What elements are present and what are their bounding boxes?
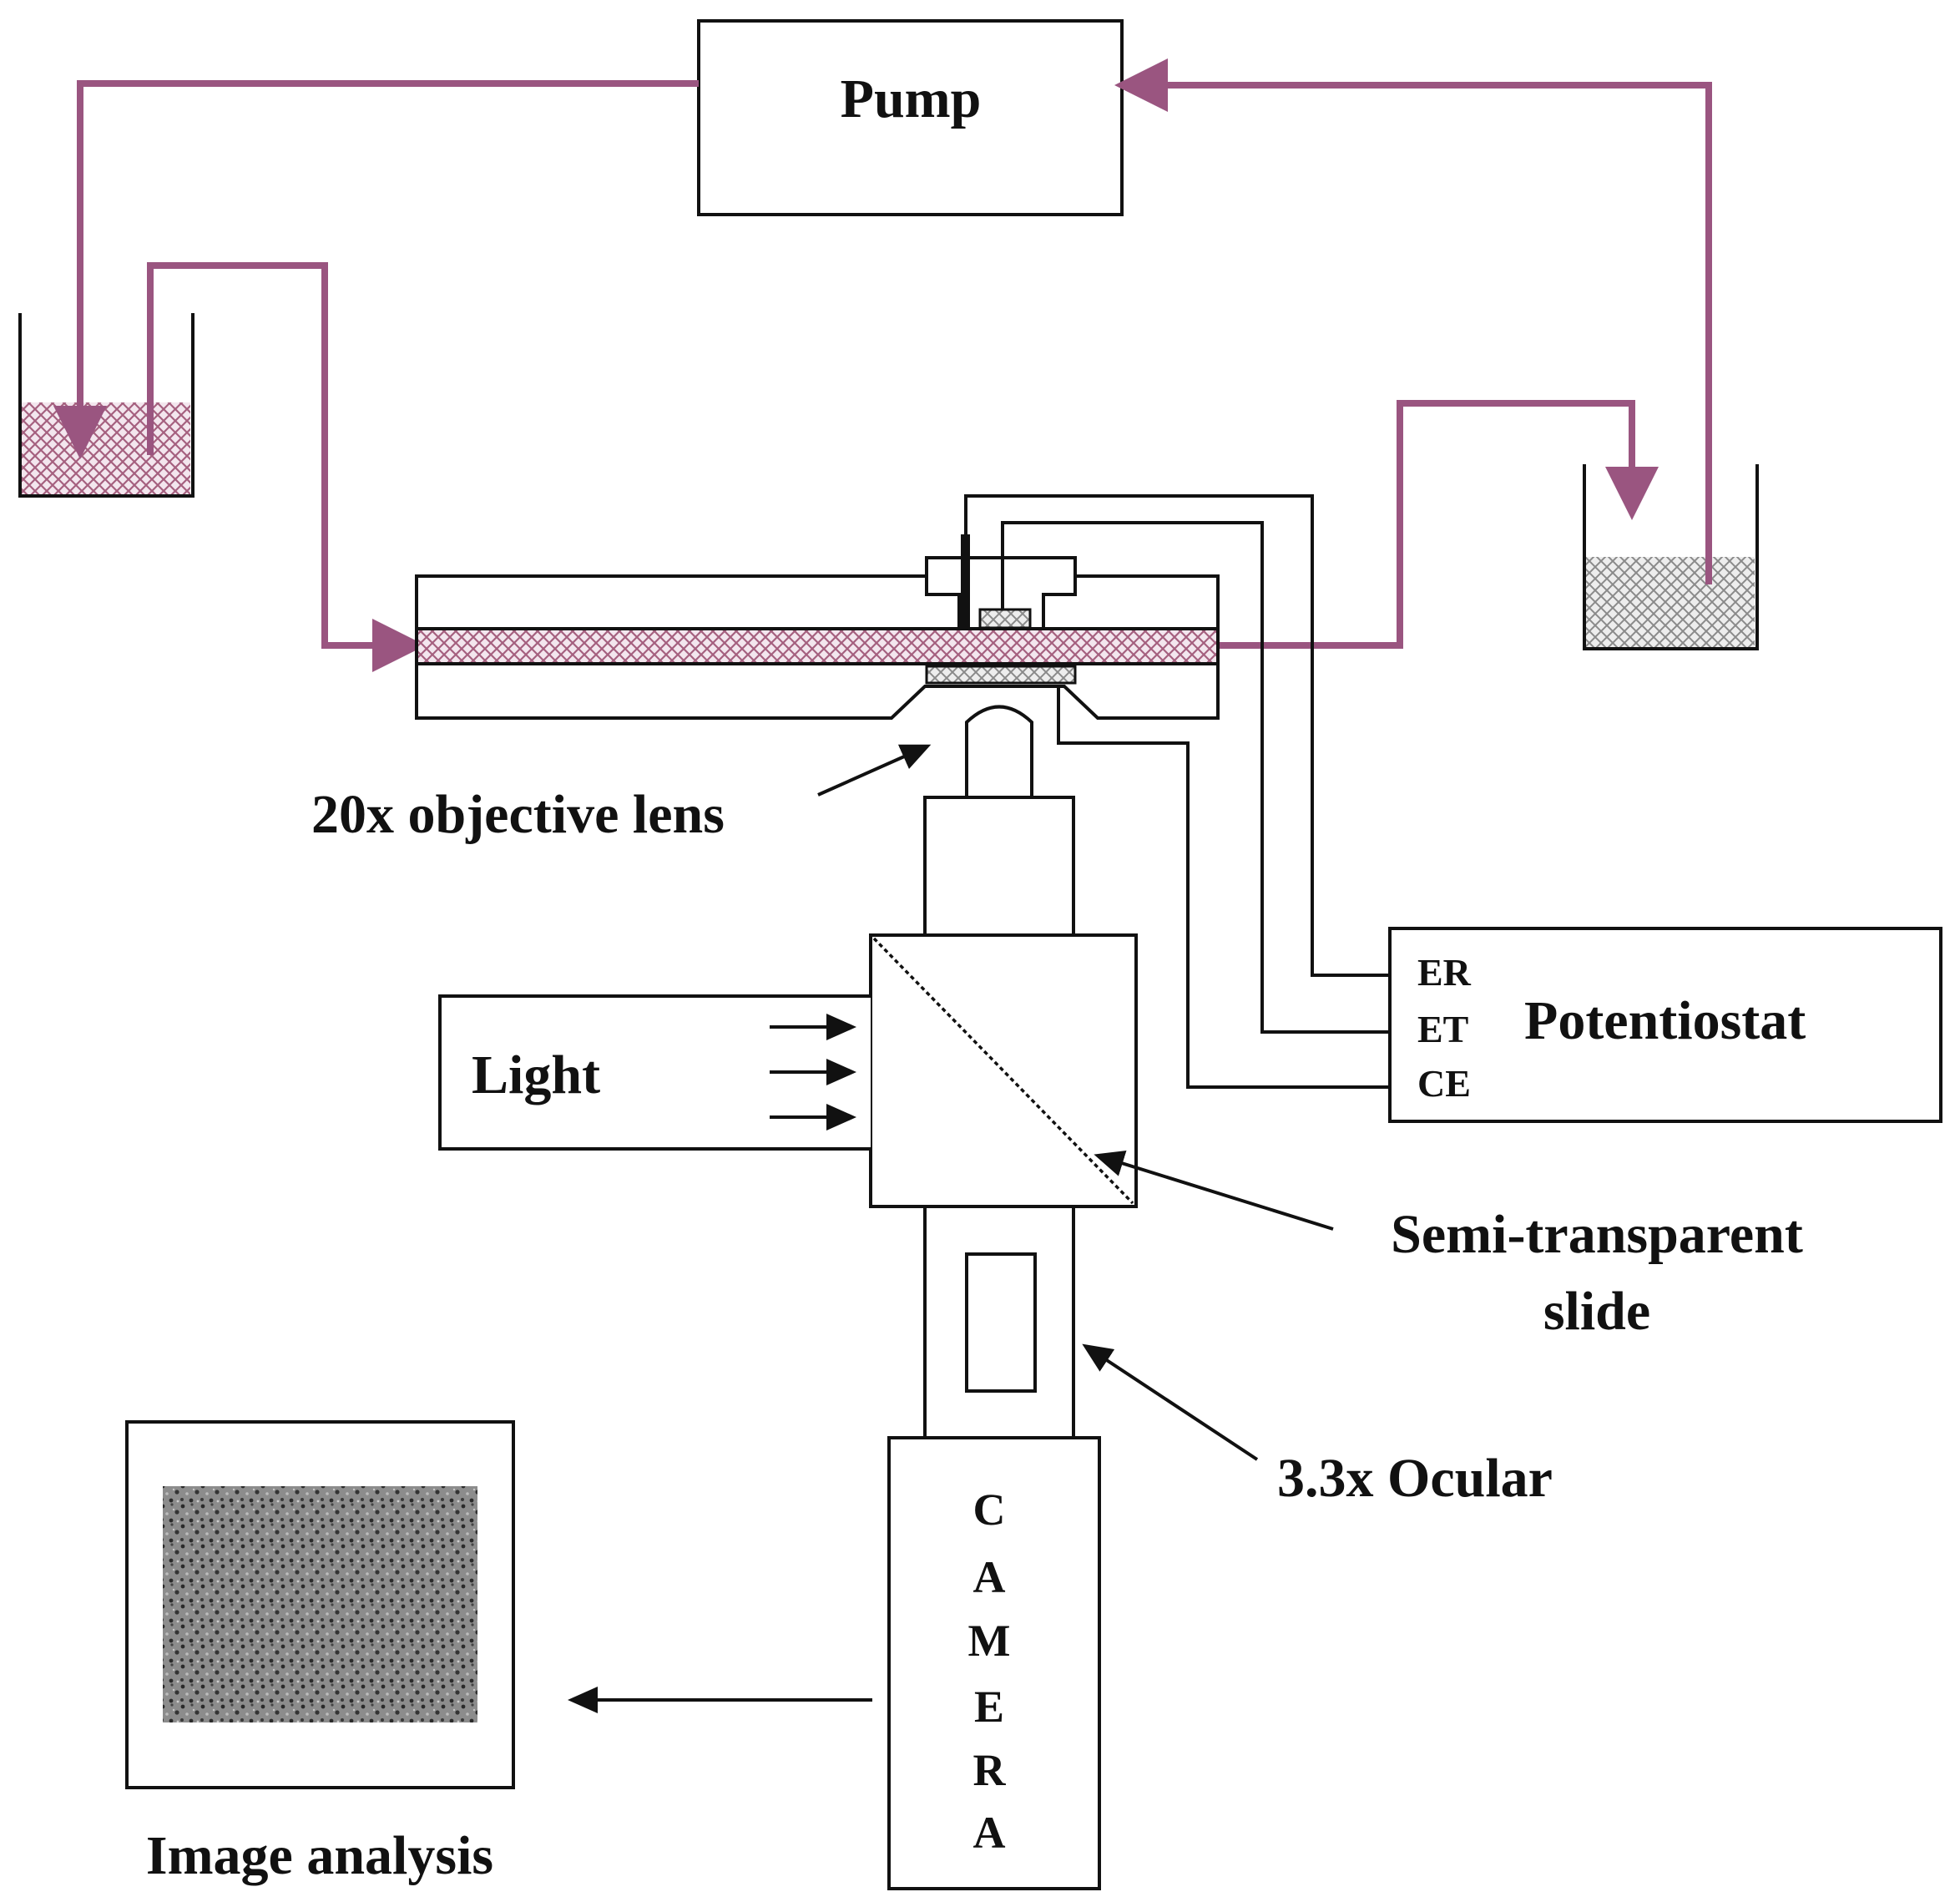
observation-window xyxy=(925,665,1077,685)
pump-label: Pump xyxy=(841,68,982,129)
semi-transparent-label-line2: slide xyxy=(1543,1281,1650,1342)
electrode-wires xyxy=(964,494,1390,1089)
objective-lens-callout: 20x objective lens xyxy=(311,744,932,845)
objective-lens-label: 20x objective lens xyxy=(311,784,725,845)
right-reservoir-fluid xyxy=(1586,557,1755,647)
svg-text:M: M xyxy=(968,1616,1011,1666)
ocular-label: 3.3x Ocular xyxy=(1277,1448,1553,1509)
right-reservoir-beaker xyxy=(1583,464,1759,650)
svg-text:A: A xyxy=(973,1808,1006,1858)
camera-label: C A M E R A xyxy=(968,1485,1011,1858)
objective-tube xyxy=(923,796,1075,938)
electrode-ce-label: CE xyxy=(1417,1062,1471,1105)
semi-transparent-slide xyxy=(872,937,1134,1205)
left-reservoir-to-cell-tube xyxy=(147,262,426,672)
reference-electrode xyxy=(961,534,970,629)
pump-box: Pump xyxy=(697,19,1124,216)
left-reservoir-fluid xyxy=(22,402,190,494)
microscope: C A M E R A xyxy=(869,705,1138,1890)
micrograph-image xyxy=(163,1486,477,1722)
svg-text:C: C xyxy=(973,1485,1006,1535)
objective-lens-tip xyxy=(965,705,1033,797)
electrode-et-label: ET xyxy=(1417,1008,1468,1050)
semi-transparent-label-line1: Semi-transparent xyxy=(1391,1204,1803,1265)
potentiostat-box: Potentiostat ER ET CE xyxy=(1388,927,1942,1123)
svg-text:R: R xyxy=(973,1745,1007,1795)
flow-cell-top-plate xyxy=(415,574,1220,630)
svg-text:E: E xyxy=(974,1682,1004,1732)
ocular-lens xyxy=(965,1252,1037,1393)
camera-body xyxy=(887,1436,1101,1890)
potentiostat-label: Potentiostat xyxy=(1524,990,1806,1051)
right-reservoir-to-pump-tube xyxy=(1114,58,1712,584)
flow-cell xyxy=(415,534,1220,720)
cell-to-right-reservoir-tube xyxy=(1219,400,1659,649)
er-wire xyxy=(964,494,1390,977)
ocular-callout: 3.3x Ocular xyxy=(1082,1343,1553,1509)
flow-cell-channel xyxy=(415,627,1220,665)
semi-transparent-slide-callout: Semi-transparent slide xyxy=(1094,1151,1803,1342)
ce-wire xyxy=(1057,686,1390,1089)
left-reservoir-beaker xyxy=(18,313,194,498)
light-label: Light xyxy=(472,1045,600,1105)
et-wire xyxy=(1001,521,1390,1034)
flow-cell-bottom-plate xyxy=(415,662,1220,720)
svg-text:A: A xyxy=(973,1552,1006,1602)
image-analysis-label: Image analysis xyxy=(146,1825,493,1886)
pump-to-left-reservoir-tube xyxy=(53,80,699,459)
image-analysis-screen: Image analysis xyxy=(125,1420,515,1886)
tubing xyxy=(53,58,1712,672)
working-electrode-sample xyxy=(978,608,1032,630)
light-source: Light xyxy=(438,994,871,1151)
electrode-er-label: ER xyxy=(1417,951,1472,994)
